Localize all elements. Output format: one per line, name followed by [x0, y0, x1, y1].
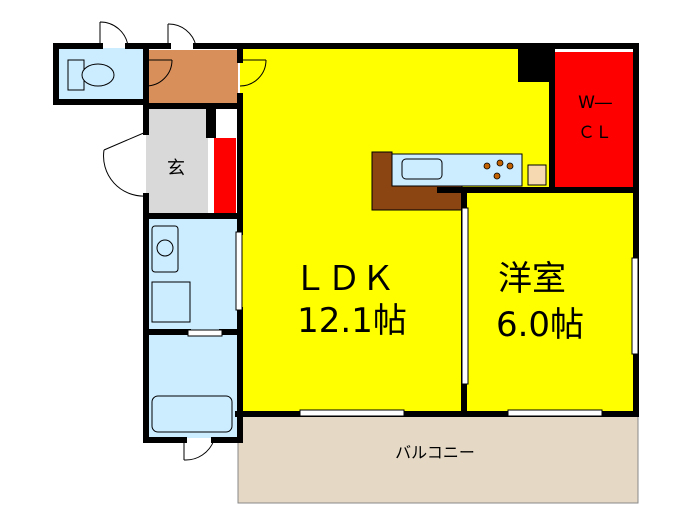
western-size: 6.0帖: [496, 305, 584, 345]
balcony: [237, 414, 639, 504]
washing-machine-icon: [151, 281, 191, 323]
fridge-icon: [527, 164, 547, 186]
shoe-closet: [214, 138, 236, 214]
washbasin-icon: [151, 225, 179, 273]
western-name: 洋室: [498, 259, 566, 299]
column: [518, 46, 552, 82]
balcony-label: バルコニー: [395, 443, 475, 462]
hallway: [146, 50, 238, 108]
toilet-icon: [67, 59, 115, 91]
entrance-label: 玄: [167, 158, 185, 179]
windows: [187, 207, 639, 417]
wcl-label-1: W―: [578, 93, 612, 113]
stove-icon: [483, 159, 514, 180]
entrance: [146, 108, 208, 216]
bathtub-icon: [151, 395, 233, 433]
sink-icon: [401, 158, 443, 180]
western-room: [466, 192, 634, 412]
walk-in-closet: [554, 52, 634, 190]
ldk-size: 12.1帖: [297, 301, 407, 341]
doors: [99, 21, 267, 461]
wcl-label-2: ＣＬ: [578, 123, 612, 143]
ldk: [240, 48, 464, 412]
column-entrance: [206, 108, 216, 138]
ldk-name: ＬＤＫ: [293, 259, 395, 299]
